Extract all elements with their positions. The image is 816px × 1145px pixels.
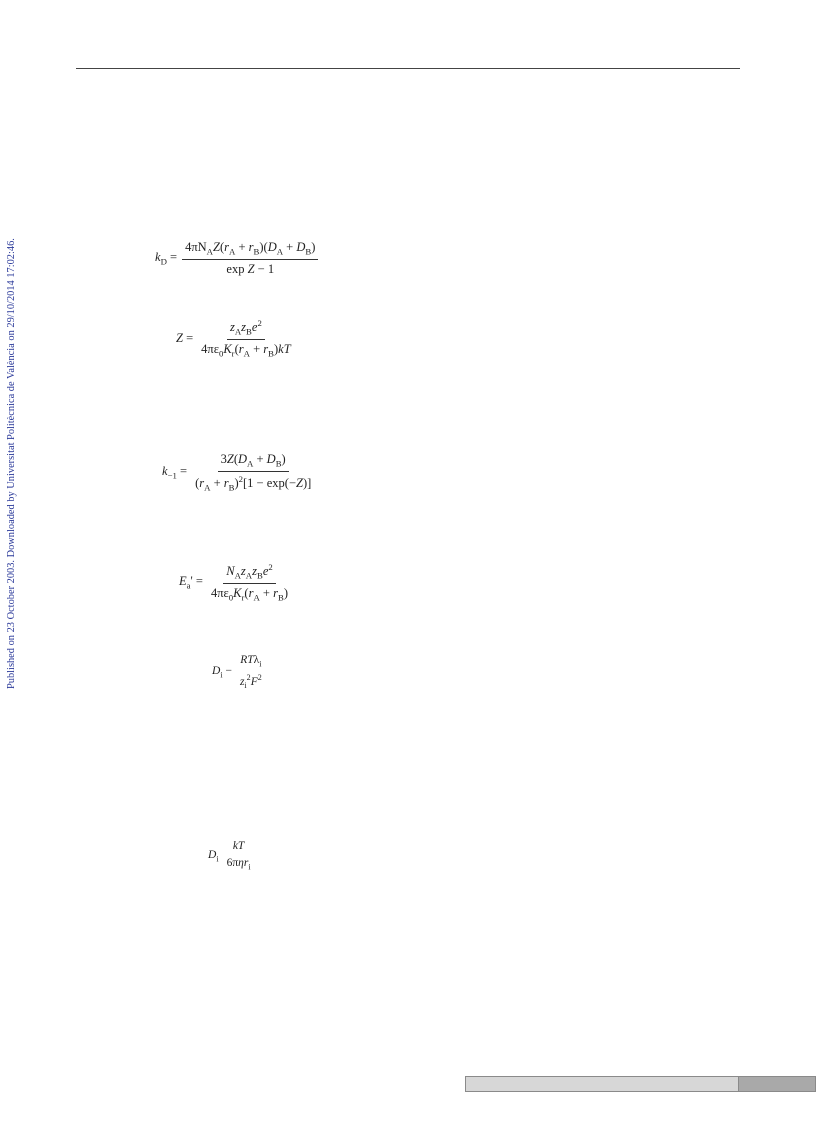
equation-ea: Ea' = NAzAzBe2 4πε0Kr(rA + rB) xyxy=(179,562,288,603)
equation-z: Z = zAzBe2 4πε0Kr(rA + rB)kT xyxy=(176,318,291,359)
footer-bar-left xyxy=(465,1076,739,1092)
header-rule xyxy=(76,68,740,69)
download-watermark: Published on 23 October 2003. Downloaded… xyxy=(6,238,17,689)
footer-bar-right xyxy=(739,1076,816,1092)
equation-k-minus-1: k−1 = 3Z(DA + DB) (rA + rB)2[1 − exp(−Z)… xyxy=(162,452,312,493)
equation-di-stokes-einstein: Di kT 6πηri xyxy=(208,840,251,872)
equation-di-conductivity: Di − RTλi zi2F2 xyxy=(212,654,262,690)
equation-kd: kD = 4πNAZ(rA + rB)(DA + DB) exp Z − 1 xyxy=(155,240,321,276)
